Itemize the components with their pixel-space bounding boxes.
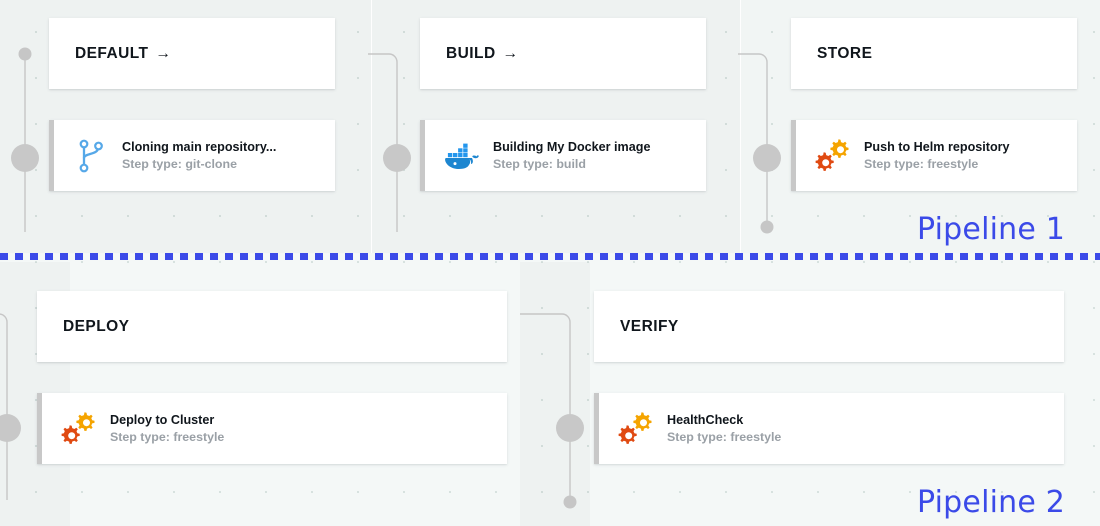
step-type: Step type: build (493, 156, 586, 171)
connector-default-to-build (330, 40, 430, 240)
docker-whale-icon (442, 136, 482, 176)
step-card-building-my-docker-image[interactable]: Building My Docker image Step type: buil… (420, 120, 706, 191)
stage-card-deploy[interactable]: DEPLOY (37, 291, 507, 362)
git-branch-icon (71, 136, 111, 176)
step-name: HealthCheck (667, 413, 744, 427)
stage-card-verify[interactable]: VERIFY (594, 291, 1064, 362)
step-text: HealthCheck Step type: freestyle (667, 412, 781, 445)
lane-separator-1 (371, 0, 372, 253)
step-type: Step type: freestyle (667, 429, 782, 444)
step-text: Push to Helm repository Step type: frees… (864, 139, 1010, 172)
step-text: Deploy to Cluster Step type: freestyle (110, 412, 224, 445)
step-name: Cloning main repository... (122, 140, 277, 154)
stage-title: STORE (817, 44, 873, 62)
lane-separator-2 (740, 0, 741, 253)
stage-card-store[interactable]: STORE (791, 18, 1077, 89)
stage-title: VERIFY (620, 317, 679, 335)
stage-title: DEPLOY (63, 317, 130, 335)
stage-arrow-icon: → (502, 44, 519, 62)
stage-title: DEFAULT (75, 44, 149, 62)
step-name: Building My Docker image (493, 140, 651, 154)
pipeline-1-label: Pipeline 1 (917, 212, 1066, 247)
stage-arrow-icon: → (155, 44, 171, 62)
swimlane-divider (0, 253, 1100, 260)
gears-icon (813, 136, 853, 176)
connector-default (0, 40, 40, 240)
step-type: Step type: git-clone (122, 156, 237, 171)
step-card-cloning-main-repository[interactable]: Cloning main repository... Step type: gi… (49, 120, 335, 191)
stage-title: BUILD (446, 44, 496, 62)
step-accent-bar (37, 393, 42, 464)
step-accent-bar (420, 120, 425, 191)
step-card-healthcheck[interactable]: HealthCheck Step type: freestyle (594, 393, 1064, 464)
step-name: Deploy to Cluster (110, 413, 215, 427)
stage-card-build[interactable]: BUILD → (420, 18, 706, 89)
step-card-push-to-helm-repository[interactable]: Push to Helm repository Step type: frees… (791, 120, 1077, 191)
step-text: Building My Docker image Step type: buil… (493, 139, 650, 172)
step-accent-bar (49, 120, 54, 191)
gears-icon (616, 409, 656, 449)
step-name: Push to Helm repository (864, 140, 1010, 154)
stage-card-default[interactable]: DEFAULT → (49, 18, 335, 89)
step-text: Cloning main repository... Step type: gi… (122, 139, 276, 172)
step-accent-bar (791, 120, 796, 191)
gears-icon (59, 409, 99, 449)
lane-tint-5 (520, 262, 590, 526)
step-type: Step type: freestyle (110, 429, 225, 444)
step-card-deploy-to-cluster[interactable]: Deploy to Cluster Step type: freestyle (37, 393, 507, 464)
pipeline-2-label: Pipeline 2 (917, 485, 1066, 520)
step-accent-bar (594, 393, 599, 464)
step-type: Step type: freestyle (864, 156, 979, 171)
